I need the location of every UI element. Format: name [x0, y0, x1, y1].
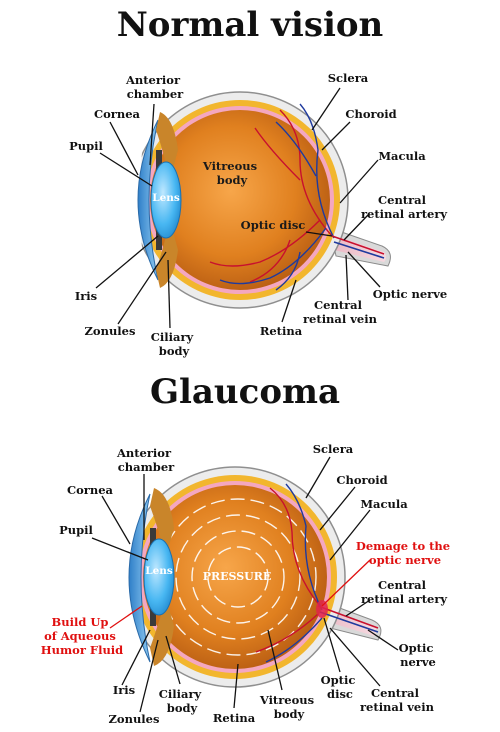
g-macula-label: Macula: [360, 497, 408, 511]
g-iris-lower: [150, 600, 156, 626]
normal-ciliary-label: Ciliary body: [151, 330, 197, 358]
lens-shape: [150, 161, 182, 239]
g-optic-disc-label: Optic disc: [321, 673, 360, 701]
g-optic-nerve-label: Optic nerve: [399, 641, 438, 669]
g-sclera-label: Sclera: [313, 442, 354, 456]
g-lens-shape: [143, 538, 175, 616]
iris-lower: [156, 224, 162, 250]
glaucoma-leaders: [91, 456, 399, 713]
g-vitreous-shape: [143, 485, 327, 669]
g-anterior-chamber-label: Anterior chamber: [116, 446, 175, 474]
normal-iris-label: Iris: [75, 289, 97, 303]
g-iris-label: Iris: [113, 683, 135, 697]
g-ciliary-label: Ciliary body: [159, 687, 205, 715]
normal-eye: [125, 91, 391, 309]
iris-upper: [156, 150, 162, 176]
g-ciliary-upper: [150, 488, 174, 556]
normal-vitreous-label: Vitreous body: [202, 159, 261, 187]
glaucoma-labels: Anterior chamber Sclera Choroid Cornea M…: [41, 442, 454, 726]
normal-pupil-label: Pupil: [69, 139, 103, 153]
g-central-vein-line: [319, 611, 379, 633]
normal-lens-label: Lens: [152, 192, 180, 204]
g-retina-label: Retina: [213, 711, 256, 725]
normal-cornea-label: Cornea: [94, 107, 141, 121]
vein-lines: [219, 103, 335, 291]
g-cornea-label: Cornea: [67, 483, 114, 497]
glaucoma-eye: [118, 466, 382, 688]
g-zonules-label: Zonules: [109, 712, 160, 726]
vitreous-shape: [150, 110, 330, 290]
g-central-vein-label: Central retinal vein: [360, 686, 435, 714]
normal-macula-label: Macula: [378, 149, 426, 163]
normal-optic-disc-label: Optic disc: [241, 218, 306, 232]
normal-anterior-chamber-label: Anterior chamber: [125, 73, 184, 101]
g-lens-label: Lens: [145, 565, 173, 577]
normal-sclera-label: Sclera: [328, 71, 369, 85]
central-vein-line: [333, 241, 385, 259]
g-cornea-shape: [128, 493, 151, 663]
cornea-shape: [137, 119, 159, 281]
normal-choroid-label: Choroid: [345, 107, 396, 121]
normal-retina-label: Retina: [260, 324, 303, 338]
g-choroid-label: Choroid: [336, 473, 387, 487]
glaucoma-title: Glaucoma: [150, 372, 340, 412]
normal-labels: Anterior chamber Sclera Cornea Choroid P…: [69, 71, 447, 358]
g-central-artery-label: Central retinal artery: [361, 578, 447, 606]
artery-lines: [209, 109, 333, 283]
g-damage-label: Demage to the optic nerve: [356, 539, 454, 567]
central-artery-line: [331, 235, 385, 255]
normal-optic-nerve-label: Optic nerve: [373, 287, 447, 301]
g-build-up-label: Build Up of Aqueous Humor Fluid: [41, 615, 123, 657]
g-central-artery-line: [317, 605, 379, 629]
g-artery-lines: [255, 487, 321, 653]
normal-central-artery-label: Central retinal artery: [361, 193, 447, 221]
g-vitreous-label: Vitreous body: [259, 693, 318, 721]
normal-title: Normal vision: [117, 5, 384, 45]
normal-leaders: [95, 87, 381, 329]
g-iris-upper: [150, 528, 156, 554]
normal-central-vein-label: Central retinal vein: [303, 298, 378, 326]
ciliary-upper: [156, 112, 178, 180]
pressure-label: PRESSURE: [203, 570, 272, 583]
damaged-disc: [316, 600, 328, 618]
ciliary-lower: [156, 220, 178, 288]
g-vein-lines: [265, 483, 323, 663]
g-pupil-label: Pupil: [59, 523, 93, 537]
normal-zonules-label: Zonules: [85, 324, 136, 338]
